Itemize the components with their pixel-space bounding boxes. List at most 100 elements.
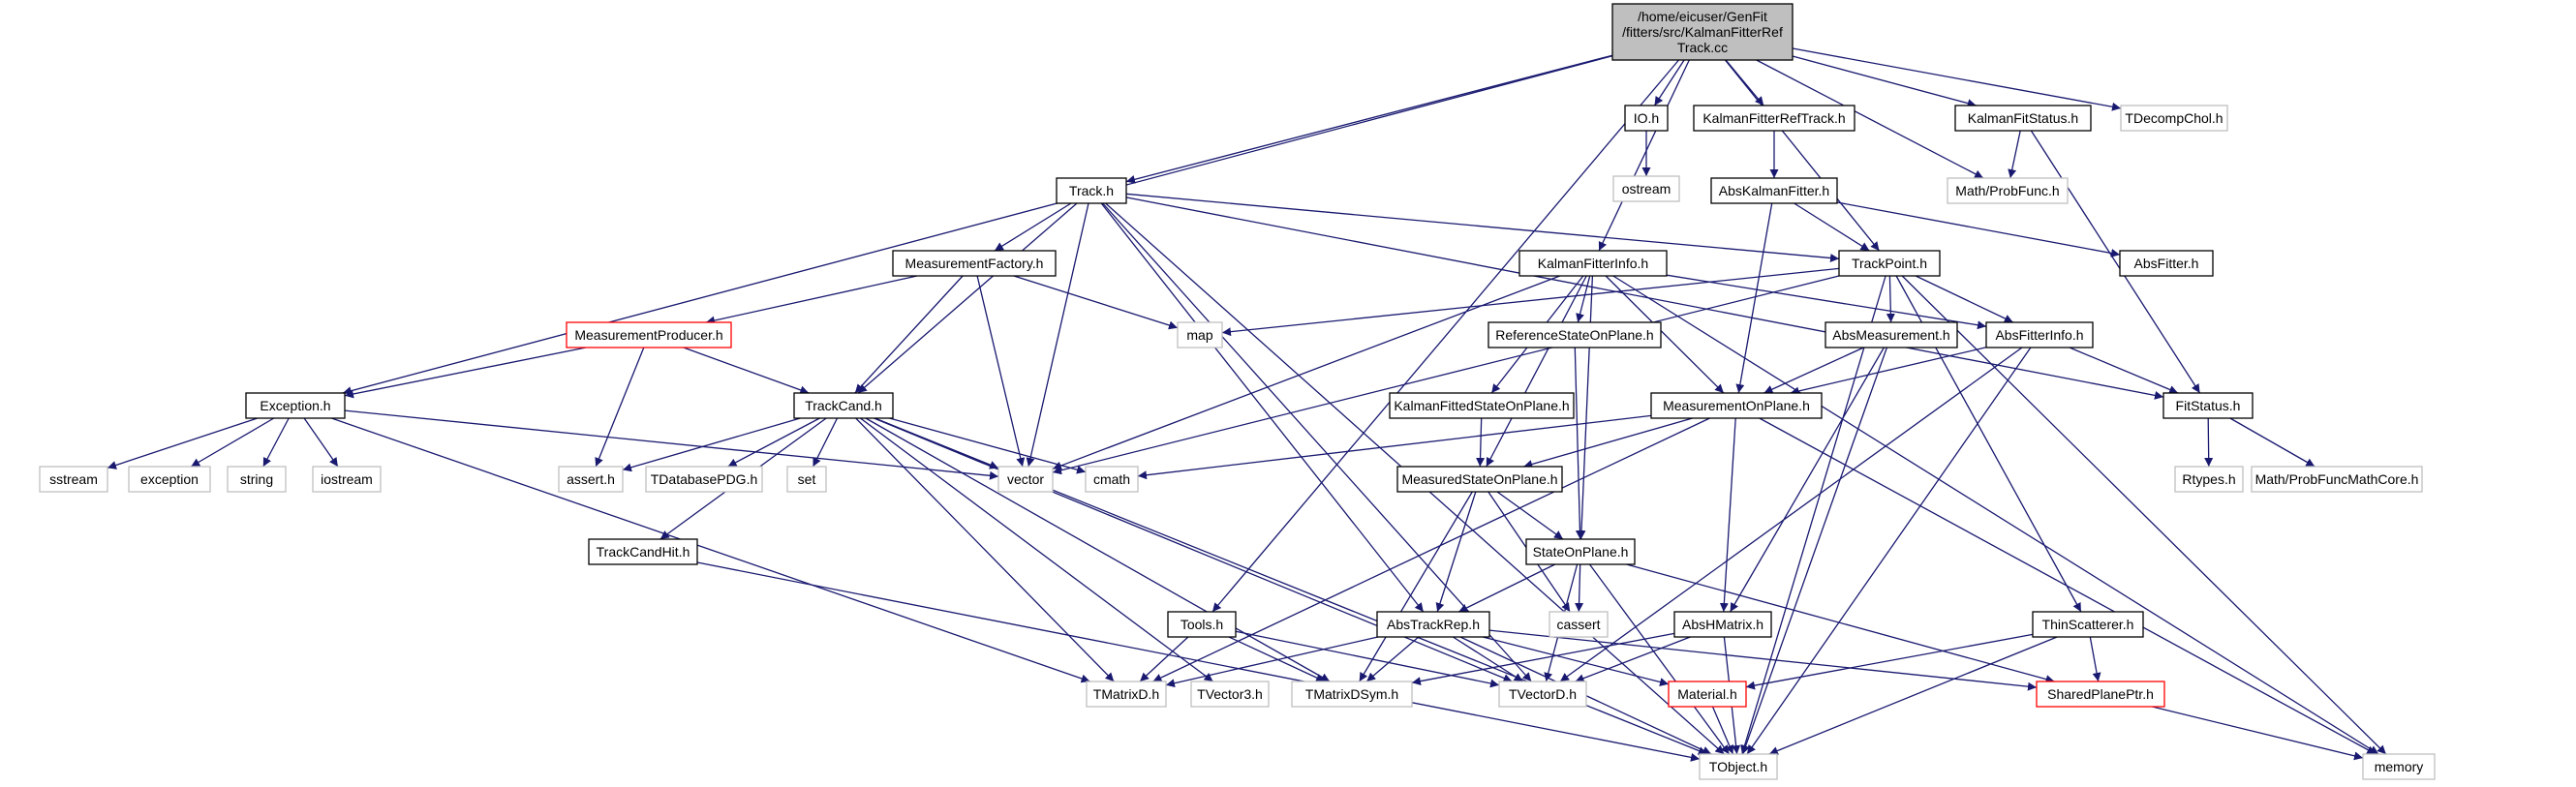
- edge-fitstatus-to-rtypes: [2204, 417, 2214, 468]
- node-tdbpdg[interactable]: TDatabasePDG.h: [645, 466, 763, 493]
- node-exception[interactable]: Exception.h: [245, 392, 346, 419]
- node-root[interactable]: /home/eicuser/GenFit/fitters/src/KalmanF…: [1611, 3, 1794, 61]
- node-thinscatterer[interactable]: ThinScatterer.h: [2032, 611, 2144, 638]
- edge-abstrackrep-to-material: [1482, 636, 1670, 686]
- node-map[interactable]: map: [1177, 321, 1223, 348]
- node-tvectord[interactable]: TVectorD.h: [1498, 681, 1587, 708]
- edge-trackpoint-to-memory: [1901, 275, 2387, 755]
- node-tdecomp[interactable]: TDecompChol.h: [2120, 105, 2228, 132]
- node-kfitted[interactable]: KalmanFittedStateOnPlane.h: [1389, 392, 1575, 419]
- node-memory[interactable]: memory: [2362, 753, 2436, 780]
- node-probfunccore[interactable]: Math/ProbFuncMathCore.h: [2251, 466, 2423, 493]
- node-box: [1498, 681, 1587, 708]
- node-exceptionstd[interactable]: exception: [128, 466, 211, 493]
- node-box: [2174, 466, 2244, 493]
- node-iostream[interactable]: iostream: [312, 466, 382, 493]
- node-label: AbsHMatrix.h: [1682, 617, 1763, 632]
- node-string[interactable]: string: [227, 466, 287, 493]
- node-box: [1612, 175, 1680, 202]
- node-box: [1085, 466, 1139, 493]
- node-box: [1389, 392, 1575, 419]
- node-abskf[interactable]: AbsKalmanFitter.h: [1710, 177, 1838, 204]
- node-sstream[interactable]: sstream: [39, 466, 108, 493]
- node-abshmatrix[interactable]: AbsHMatrix.h: [1673, 611, 1772, 638]
- edge-abshmatrix-to-tmatrixdsym: [1411, 632, 1675, 686]
- node-kfinfo[interactable]: KalmanFitterInfo.h: [1518, 250, 1668, 277]
- node-set[interactable]: set: [786, 466, 827, 493]
- node-label: KalmanFitStatus.h: [1968, 110, 2078, 126]
- edge-abskf-to-absfitter: [1836, 201, 2121, 257]
- node-tobject[interactable]: TObject.h: [1699, 753, 1778, 780]
- edge-measonplane-to-memory: [1759, 417, 2377, 755]
- edge-kfinfo-to-stateonplane: [1577, 275, 1594, 540]
- node-label: TMatrixD.h: [1093, 686, 1159, 702]
- node-box: [1086, 681, 1167, 708]
- node-trackpoint[interactable]: TrackPoint.h: [1838, 250, 1941, 277]
- node-box: [1838, 250, 1941, 277]
- edge-trackcand-to-asserth: [622, 417, 801, 472]
- edge-root-to-probfunc: [1756, 59, 1984, 179]
- node-absfitterinfo[interactable]: AbsFitterInfo.h: [1985, 321, 2094, 348]
- node-box: [1710, 177, 1838, 204]
- edge-absfitterinfo-to-tobject: [1746, 347, 2032, 755]
- node-sharedplaneptr[interactable]: SharedPlanePtr.h: [2036, 681, 2165, 708]
- node-box: [1624, 105, 1669, 132]
- edge-absmeas-to-measonplane: [1763, 347, 1864, 394]
- edge-measproducer-to-exception: [344, 347, 587, 399]
- node-label: AbsFitterInfo.h: [1995, 327, 2083, 343]
- edge-abstrackrep-to-tvectord: [1453, 636, 1523, 682]
- node-box: [312, 466, 382, 493]
- edge-track-to-measfactory: [994, 202, 1072, 252]
- node-kfreftrack[interactable]: KalmanFitterRefTrack.h: [1693, 105, 1855, 132]
- edge-track-to-trackcand: [857, 202, 1078, 394]
- node-box: [1954, 105, 2092, 132]
- node-abstrackrep[interactable]: AbsTrackRep.h: [1376, 611, 1490, 638]
- node-tvector3[interactable]: TVector3.h: [1190, 681, 1270, 708]
- node-label: memory: [2375, 759, 2424, 774]
- node-stateonplane[interactable]: StateOnPlane.h: [1525, 538, 1636, 565]
- edge-trackpoint-to-tobject: [1740, 275, 1886, 755]
- node-absmeas[interactable]: AbsMeasurement.h: [1825, 321, 1958, 348]
- edge-trackcand-to-tmatrixd: [855, 417, 1115, 682]
- node-label: TVector3.h: [1197, 686, 1263, 702]
- node-label: set: [798, 471, 816, 487]
- edge-kfinfo-to-measonplane: [1605, 275, 1725, 394]
- node-trackcandhit[interactable]: TrackCandHit.h: [588, 538, 698, 565]
- node-material[interactable]: Material.h: [1668, 681, 1747, 708]
- node-measfactory[interactable]: MeasurementFactory.h: [892, 250, 1057, 277]
- node-probfunc[interactable]: Math/ProbFunc.h: [1947, 177, 2069, 204]
- node-io[interactable]: IO.h: [1624, 105, 1669, 132]
- edge-absfitterinfo-to-measonplane: [1790, 347, 1987, 396]
- node-asserth[interactable]: assert.h: [558, 466, 624, 493]
- edge-measproducer-to-trackcand: [683, 347, 810, 395]
- edge-exception-to-tmatrixd: [331, 417, 1090, 683]
- node-refstate[interactable]: ReferenceStateOnPlane.h: [1487, 321, 1662, 348]
- node-box: [1525, 538, 1636, 565]
- node-absfitter[interactable]: AbsFitter.h: [2119, 250, 2214, 277]
- edge-track-to-tvectord: [1102, 202, 1532, 682]
- node-measstate[interactable]: MeasuredStateOnPlane.h: [1396, 466, 1563, 493]
- edge-sharedplaneptr-to-memory: [2152, 706, 2364, 761]
- node-rtypes[interactable]: Rtypes.h: [2174, 466, 2244, 493]
- node-vector[interactable]: vector: [997, 466, 1054, 493]
- edge-abstrackrep-to-tmatrixdsym: [1365, 636, 1420, 682]
- node-trackcand[interactable]: TrackCand.h: [793, 392, 894, 419]
- node-measproducer[interactable]: MeasurementProducer.h: [566, 321, 732, 348]
- node-fitstatus[interactable]: FitStatus.h: [2162, 392, 2254, 419]
- node-label: StateOnPlane.h: [1533, 544, 1629, 560]
- node-cmath[interactable]: cmath: [1085, 466, 1139, 493]
- node-kfstatus[interactable]: KalmanFitStatus.h: [1954, 105, 2092, 132]
- node-label: cmath: [1093, 471, 1130, 487]
- node-tmatrixdsym[interactable]: TMatrixDSym.h: [1291, 681, 1413, 708]
- node-cassert[interactable]: cassert: [1549, 611, 1609, 638]
- node-track[interactable]: Track.h: [1056, 177, 1127, 204]
- node-tools[interactable]: Tools.h: [1167, 611, 1237, 638]
- node-ostream[interactable]: ostream: [1612, 175, 1680, 202]
- node-box: [1611, 3, 1794, 61]
- edge-measfactory-to-trackcand: [854, 275, 964, 394]
- node-tmatrixd[interactable]: TMatrixD.h: [1086, 681, 1167, 708]
- node-box: [1177, 321, 1223, 348]
- node-measonplane[interactable]: MeasurementOnPlane.h: [1650, 392, 1823, 419]
- edge-thinscatterer-to-tobject: [1768, 636, 2058, 755]
- edge-fitstatus-to-probfunccore: [2229, 417, 2315, 468]
